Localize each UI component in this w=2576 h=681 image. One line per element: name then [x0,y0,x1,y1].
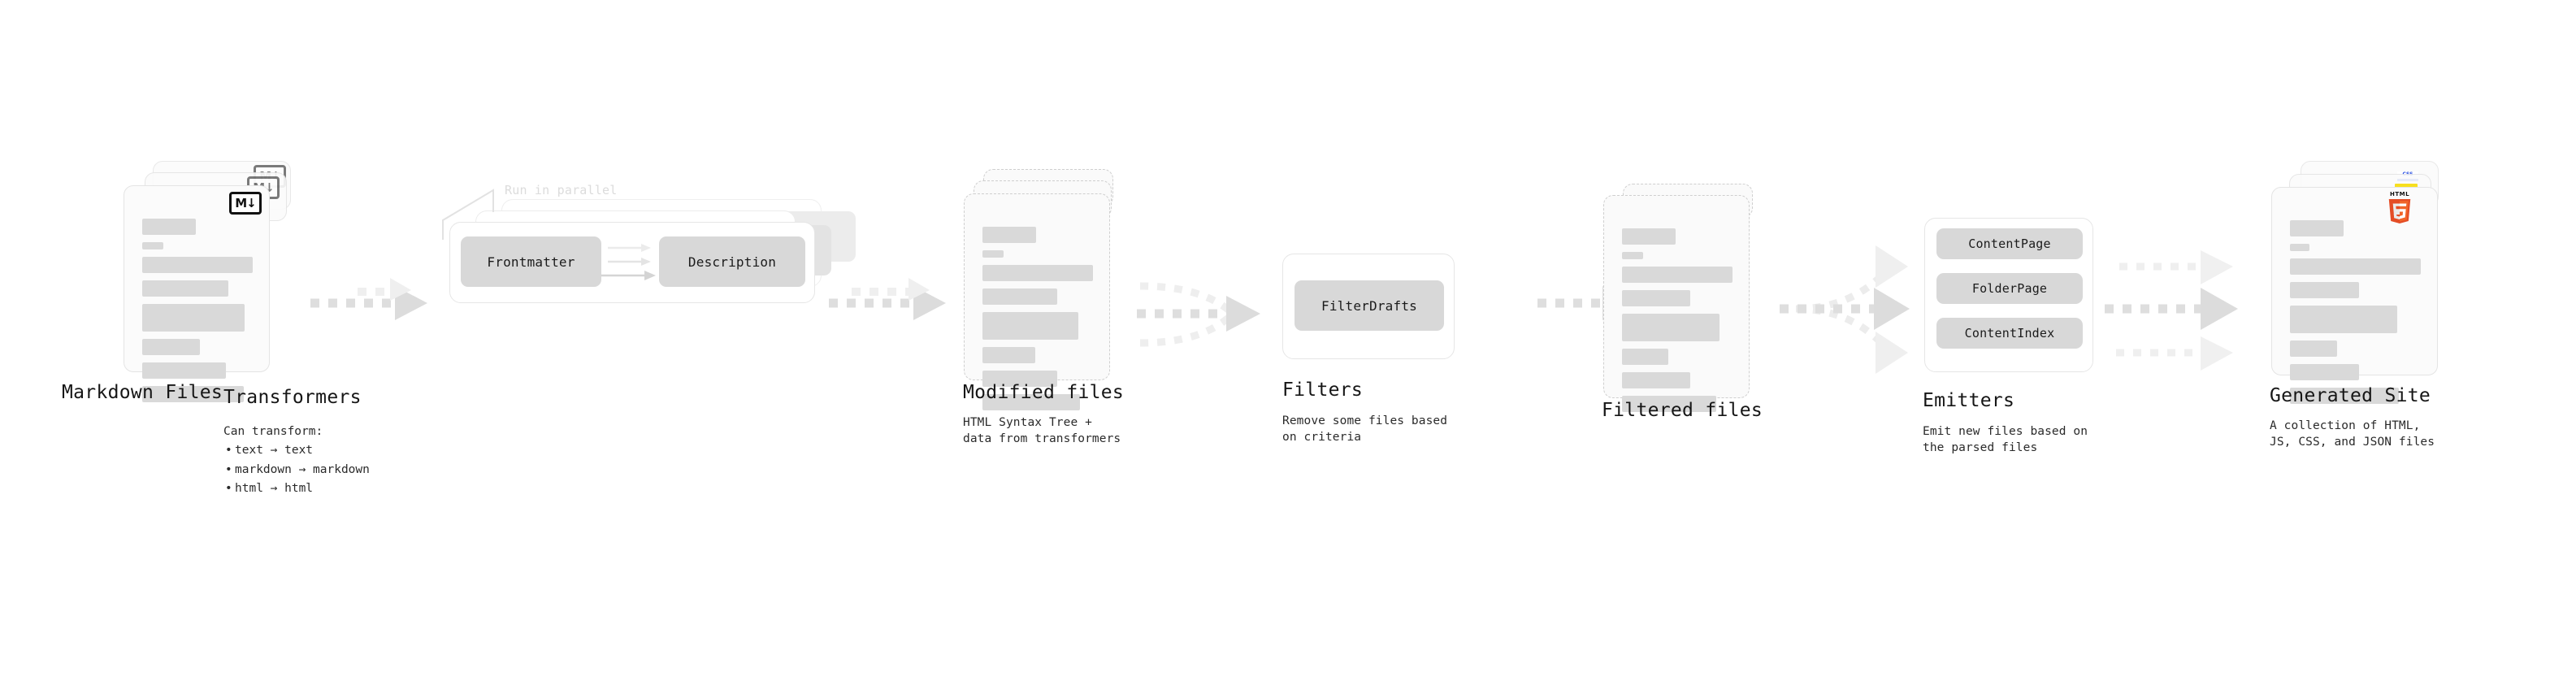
file-skeleton-lines [982,227,1093,418]
emitter-chip-contentpage[interactable]: ContentPage [1936,228,2083,259]
arrow-markdown-to-transformers [310,278,427,320]
file-skeleton-lines [142,219,253,410]
skeleton-line [1622,372,1691,388]
skeleton-line [982,371,1058,387]
arrow-transformers-to-modified [829,278,946,320]
html5-icon: HTML [2387,191,2412,228]
file-skeleton-lines [2290,220,2421,411]
transformers-bullet: markdown → markdown [223,461,370,480]
stage-filters: FilterDrafts Filters Remove some files b… [1282,254,1455,444]
filters-group-box: FilterDrafts [1282,254,1455,359]
modified-files-description: HTML Syntax Tree + data from transformer… [963,416,1121,445]
emitter-chip-contentpage-label: ContentPage [1968,236,2051,251]
emitters-description: Emit new files based on the parsed files [1923,425,2088,454]
transformers-desc-head: Can transform: [223,425,323,438]
transformer-group-stack: Frontmatter Description [443,199,856,313]
skeleton-line [2290,340,2337,357]
modified-file-stack [964,163,1134,410]
skeleton-line [2290,258,2421,275]
skeleton-line [982,250,1004,258]
skeleton-line [1622,228,1676,245]
transformer-chip-description[interactable]: Description [659,236,805,287]
run-in-parallel-bracket [442,189,494,240]
generated-site-description: A collection of HTML, JS, CSS, and JSON … [2270,419,2435,449]
stage-title-transformers: Transformers [223,387,362,408]
transformers-bullet-list: text → text markdown → markdown html → h… [223,441,370,499]
transformer-inner-arrows [601,244,656,280]
emitter-chip-contentindex-label: ContentIndex [1964,326,2055,340]
file-skeleton-lines [1622,228,1733,419]
skeleton-line [142,339,200,355]
stage-title-emitters: Emitters [1923,390,2015,411]
skeleton-line [982,227,1036,243]
skeleton-line [1622,290,1691,306]
markdown-file-stack: M↓ M↓ M↓ [124,161,294,402]
stage-generated-site: CSS HTML [2270,161,2458,449]
stage-title-filtered-files: Filtered files [1602,400,1763,421]
markdown-icon: M↓ [229,192,262,215]
skeleton-line [1622,349,1669,365]
file-sheet-front [964,193,1110,410]
skeleton-line [142,386,245,402]
skeleton-line [2290,388,2399,404]
stage-title-filters: Filters [1282,380,1364,401]
filter-chip-filterdrafts[interactable]: FilterDrafts [1295,280,1444,331]
filtered-file-stack [1603,177,1774,412]
skeleton-line [2290,220,2344,236]
stage-title-generated-site: Generated Site [2270,385,2431,406]
stage-transformers: Frontmatter Description Run in parallel … [223,183,856,499]
html5-shield-glyph [2388,199,2411,223]
stage-markdown-files: M↓ M↓ M↓ Markdown Files [62,161,294,403]
skeleton-line [2290,306,2398,333]
skeleton-line [982,312,1079,340]
skeleton-line [982,288,1058,305]
transformer-chip-frontmatter[interactable]: Frontmatter [461,236,601,287]
skeleton-line [2290,282,2360,298]
skeleton-line [1622,252,1643,259]
arrow-emitters-to-site [2105,250,2238,371]
skeleton-line [982,394,1080,410]
stage-title-modified-files: Modified files [963,382,1125,403]
stage-title-markdown-files: Markdown Files [62,382,223,403]
file-sheet-front [124,185,270,402]
skeleton-line [142,219,196,235]
arrow-modified-to-filters [1137,282,1260,347]
emitter-chip-contentindex[interactable]: ContentIndex [1936,318,2083,349]
skeleton-line [142,242,163,249]
arrow-filtered-to-emitters [1780,245,1910,374]
transformers-description: Can transform: text → text markdown → ma… [223,423,370,499]
html5-icon-label: HTML [2389,191,2410,197]
run-in-parallel-label: Run in parallel [505,183,618,197]
skeleton-line [142,257,253,273]
stage-emitters: ContentPage FolderPage ContentIndex Emit… [1923,218,2093,454]
transformer-chip-description-label: Description [687,254,777,270]
transformer-chip-frontmatter-label: Frontmatter [487,254,575,270]
filter-chip-filterdrafts-label: FilterDrafts [1321,297,1417,314]
skeleton-line [1622,314,1720,341]
skeleton-line [142,362,227,379]
skeleton-line [2290,244,2309,251]
emitter-chip-folderpage-label: FolderPage [1971,281,2048,296]
file-sheet-front [2271,187,2438,404]
stage-modified-files: Modified files HTML Syntax Tree + data f… [963,163,1134,445]
emitter-chip-folderpage[interactable]: FolderPage [1936,273,2083,304]
filters-description: Remove some files based on criteria [1282,414,1448,444]
skeleton-line [1622,396,1716,412]
skeleton-line [982,347,1036,363]
skeleton-line [142,280,229,297]
emitters-group-box: ContentPage FolderPage ContentIndex [1924,218,2093,372]
skeleton-line [1622,267,1733,283]
skeleton-line [982,265,1093,281]
generated-file-stack: CSS HTML [2271,161,2458,404]
skeleton-line [2290,364,2360,380]
skeleton-line [142,304,245,332]
transformers-bullet: text → text [223,441,370,461]
stage-filtered-files: Filtered files [1602,177,1774,421]
file-sheet-front [1603,195,1750,412]
transformers-bullet: html → html [223,479,370,499]
